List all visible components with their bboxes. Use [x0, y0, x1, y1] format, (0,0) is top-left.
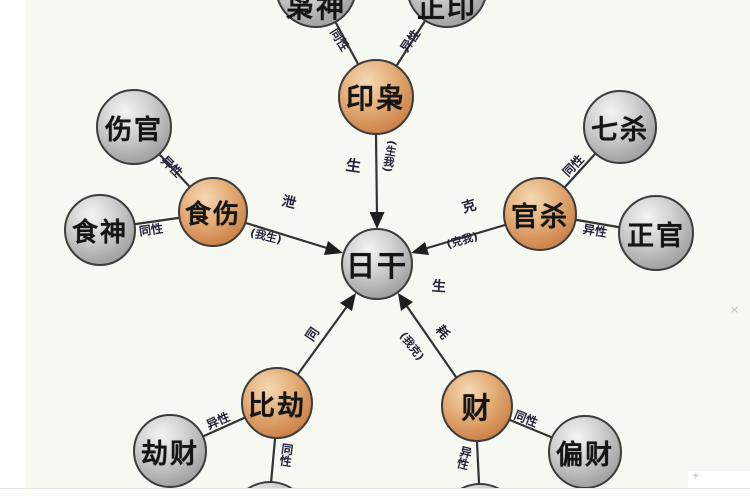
node-yinxiao: 印枭 — [338, 59, 414, 135]
node-xiaoshen-label: 枭神 — [285, 0, 346, 24]
edge-shangguan-shishang — [158, 153, 191, 188]
node-xiaoshen-cut: 枭神 — [275, 0, 357, 28]
node-piancai-label: 偏财 — [556, 439, 614, 471]
node-jiecai: 劫财 — [133, 414, 207, 488]
node-shangguan-label: 伤官 — [105, 114, 163, 146]
edge-yinxiao-rigan — [374, 133, 379, 217]
node-cai: 财 — [441, 370, 513, 442]
node-guansha: 官杀 — [503, 177, 577, 251]
edge-piancai-cai — [508, 418, 553, 439]
node-rigan-label: 日干 — [345, 249, 408, 283]
node-yinxiao-label: 印枭 — [345, 82, 406, 115]
edge-bottomright-cai — [475, 440, 481, 485]
edge-bottomleft-bijie — [269, 437, 277, 485]
annotation-sheng: 生 — [344, 156, 363, 176]
arrowhead-from-guansha — [411, 242, 429, 255]
node-piancai: 偏财 — [548, 415, 622, 489]
arrowhead-from-shishang — [324, 241, 343, 255]
edge-zhengguan-guansha — [575, 218, 620, 229]
edge-topleft-yinxiao — [334, 21, 360, 66]
edge-qisha-guansha — [563, 152, 597, 189]
annotation-sheng-extra: 生 — [431, 278, 447, 296]
polarity-bijian-tongxing: 同性 — [277, 442, 295, 468]
edge-cai-rigan — [404, 303, 458, 379]
arrowhead-from-bijie — [340, 293, 356, 311]
node-guansha-label: 官杀 — [511, 201, 569, 233]
node-qisha-label: 七杀 — [591, 114, 649, 146]
node-jiecai-label: 劫财 — [141, 438, 199, 470]
node-shishang-label: 食伤 — [184, 199, 241, 230]
edge-topright-yinxiao — [395, 19, 427, 67]
node-shishen-label: 食神 — [71, 217, 128, 248]
node-shishang: 食伤 — [178, 177, 248, 247]
scan-corner-mark: ✳ — [692, 472, 700, 482]
node-bijie: 比劫 — [241, 367, 313, 439]
edge-shishang-rigan — [244, 221, 332, 251]
polarity-shishen-tongxing: 同性 — [138, 221, 164, 239]
node-zhengyin-label: 正印 — [416, 0, 477, 24]
node-qisha: 七杀 — [583, 90, 657, 164]
edge-bijie-rigan — [296, 303, 350, 376]
scan-edge-mark: × — [730, 303, 740, 316]
edge-guansha-rigan — [422, 223, 507, 251]
edge-jiecai-bijie — [202, 416, 246, 438]
node-shangguan: 伤官 — [96, 89, 172, 165]
node-rigan: 日干 — [341, 228, 413, 300]
node-cai-label: 财 — [461, 391, 493, 425]
bottom-margin-strip — [0, 488, 750, 500]
edge-shishen-shishang — [134, 216, 180, 226]
left-margin-strip — [0, 0, 26, 500]
node-zhengguan: 正官 — [618, 195, 694, 271]
node-bijie-label: 比劫 — [248, 390, 306, 422]
node-shishen: 食神 — [64, 194, 136, 266]
arrowhead-from-cai — [398, 293, 413, 311]
node-zhengguan-label: 正官 — [627, 220, 685, 252]
arrowhead-from-yinxiao — [369, 212, 385, 229]
node-zhengyin-cut: 正印 — [406, 0, 488, 28]
